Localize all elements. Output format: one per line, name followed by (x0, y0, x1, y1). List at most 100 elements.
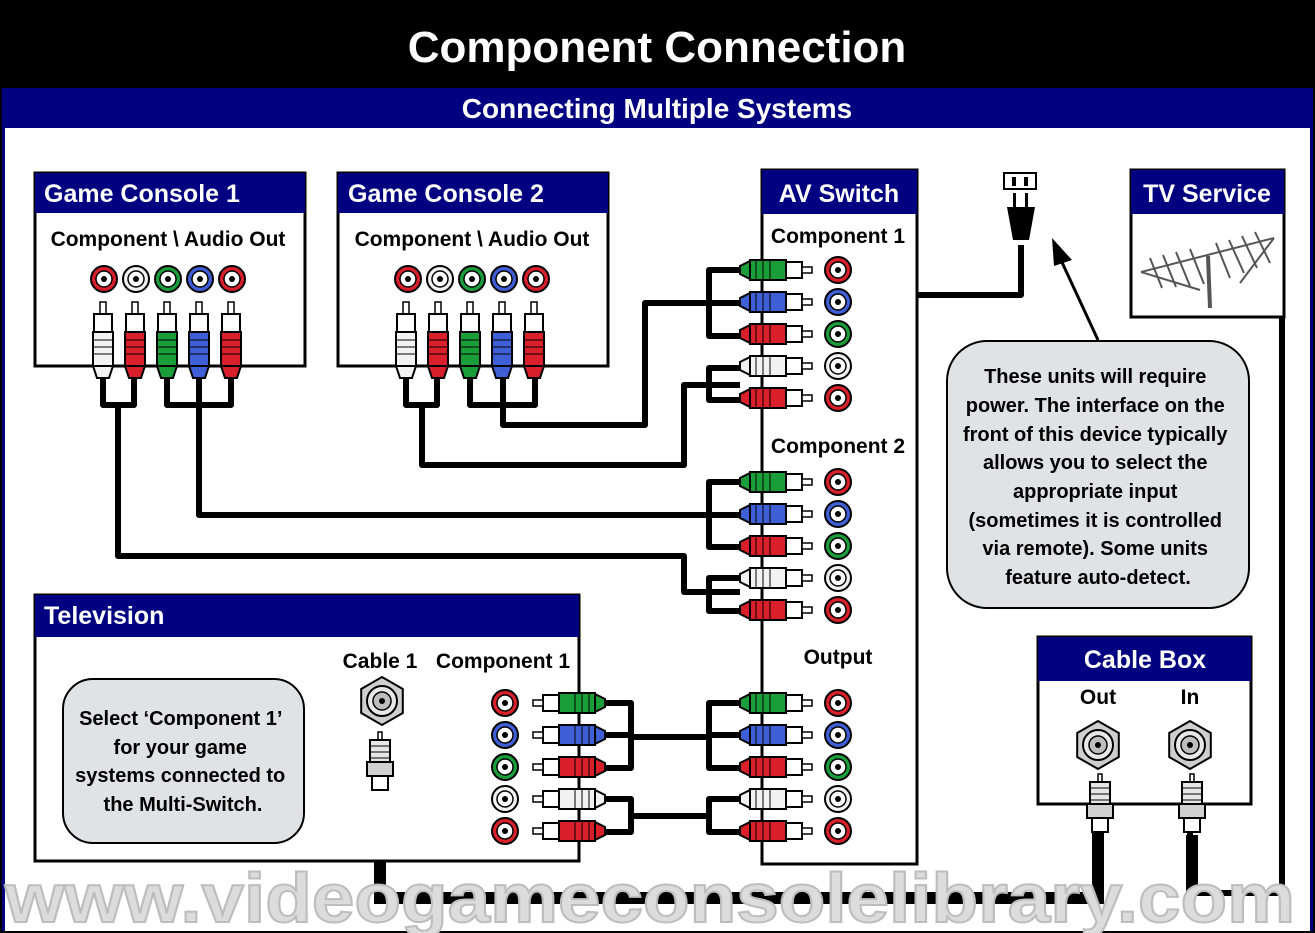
power-note: These units will require power. The inte… (946, 340, 1250, 609)
white-rca-jack (122, 265, 150, 293)
game-console-1-plugs (91, 301, 243, 379)
av-switch-input-2-jacks (824, 468, 852, 624)
red-rca-plug (739, 756, 813, 778)
blue-rca-plug (739, 291, 813, 313)
watermark: www.videogameconsolelibrary.com (4, 859, 1295, 933)
blue-rca-jack (491, 721, 519, 749)
television-component-plugs (532, 692, 606, 842)
tv-note-text: Select ‘Component 1’ for your game syste… (75, 708, 291, 816)
pointer-arrow (1052, 238, 1100, 341)
red-rca-plug (522, 301, 546, 379)
av-switch-header (762, 170, 917, 214)
green-rca-plug (739, 259, 813, 281)
cable-box-in-jack (1168, 719, 1212, 771)
av-switch-input-1-plugs (739, 259, 813, 409)
cable-box-header (1038, 637, 1251, 681)
blue-rca-jack (186, 265, 214, 293)
game-console-2-jacks (394, 265, 550, 293)
red-rca-jack (522, 265, 550, 293)
television-component-jacks (491, 689, 519, 845)
green-rca-plug (739, 692, 813, 714)
game-console-2-plugs (394, 301, 546, 379)
green-rca-plug (458, 301, 482, 379)
blue-rca-jack (824, 721, 852, 749)
red-rca-jack (824, 596, 852, 624)
cable-box-out-label: Out (1080, 686, 1116, 709)
left-border (2, 88, 5, 931)
av-switch-output-label: Output (804, 646, 873, 669)
green-rca-jack (824, 753, 852, 781)
cable-box-in-label: In (1181, 686, 1200, 709)
av-switch-input-1-label: Component 1 (771, 225, 905, 248)
red-rca-jack (824, 256, 852, 284)
tv-note-line: for your game (114, 737, 247, 759)
bracket-comp1-video (706, 267, 740, 339)
tv-note-line: the Multi-Switch. (104, 794, 263, 816)
cable-gc2-video-run (500, 300, 740, 428)
television-title: Television (44, 602, 164, 630)
white-rca-plug (739, 355, 813, 377)
power-note-line: (sometimes it is controlled (969, 510, 1222, 532)
white-rca-jack (824, 785, 852, 813)
game-console-1-title: Game Console 1 (44, 180, 240, 208)
red-rca-plug (739, 535, 813, 557)
red-rca-jack (824, 384, 852, 412)
blue-rca-plug (187, 301, 211, 379)
green-rca-jack (491, 753, 519, 781)
header-bar (2, 2, 1313, 88)
red-rca-jack (491, 817, 519, 845)
cable-box-title: Cable Box (1084, 646, 1206, 674)
right-border (1310, 88, 1313, 931)
av-switch: AV Switch Component 1 Component 2 Output (739, 168, 919, 866)
tv-note-bubble (62, 678, 305, 844)
blue-rca-jack (824, 288, 852, 316)
tv-service: TV Service (1129, 168, 1286, 319)
television-header (35, 595, 579, 637)
white-rca-plug (91, 301, 115, 379)
power-note-line: These units will require (984, 366, 1206, 388)
red-rca-jack (824, 468, 852, 496)
game-console-2: Game Console 2 Component \ Audio Out (336, 171, 610, 379)
green-rca-plug (155, 301, 179, 379)
red-rca-plug (739, 599, 813, 621)
subtitle-bar (5, 88, 1310, 128)
green-rca-jack (824, 532, 852, 560)
television-component-label: Component 1 (436, 650, 570, 673)
blue-rca-plug (490, 301, 514, 379)
white-rca-jack (824, 352, 852, 380)
white-rca-plug (394, 301, 418, 379)
power-note-line: allows you to select the (983, 452, 1208, 474)
cable-gc1-audio-run (115, 405, 740, 595)
av-switch-input-1-jacks (824, 256, 852, 412)
green-rca-plug (532, 692, 606, 714)
page-title: Component Connection (408, 23, 907, 72)
red-rca-jack (824, 689, 852, 717)
av-switch-output-jacks (824, 689, 852, 845)
red-rca-jack (491, 689, 519, 717)
bracket-comp1-audio (706, 365, 740, 403)
av-switch-input-2-plugs (739, 471, 813, 621)
green-rca-jack (458, 265, 486, 293)
game-console-2-header (338, 173, 608, 213)
cable-box-in-plug (1178, 773, 1206, 833)
white-rca-plug (532, 788, 606, 810)
bracket-comp2-audio (706, 575, 740, 614)
game-console-1-header (35, 173, 305, 213)
game-console-2-port-label: Component \ Audio Out (355, 228, 590, 251)
white-rca-jack (491, 785, 519, 813)
green-rca-jack (824, 320, 852, 348)
red-rca-jack (394, 265, 422, 293)
blue-rca-plug (739, 503, 813, 525)
red-rca-jack (218, 265, 246, 293)
game-console-2-title: Game Console 2 (348, 180, 544, 208)
cable-box: Cable Box Out In (1036, 635, 1253, 833)
white-rca-jack (824, 564, 852, 592)
cable-box-out-jack (1076, 719, 1120, 771)
blue-rca-plug (739, 724, 813, 746)
power-note-line: feature auto-detect. (1005, 567, 1191, 589)
power-note-line: via remote). Some units (982, 538, 1208, 560)
blue-rca-plug (532, 724, 606, 746)
power-note-bubble (946, 340, 1250, 609)
white-rca-plug (739, 567, 813, 589)
